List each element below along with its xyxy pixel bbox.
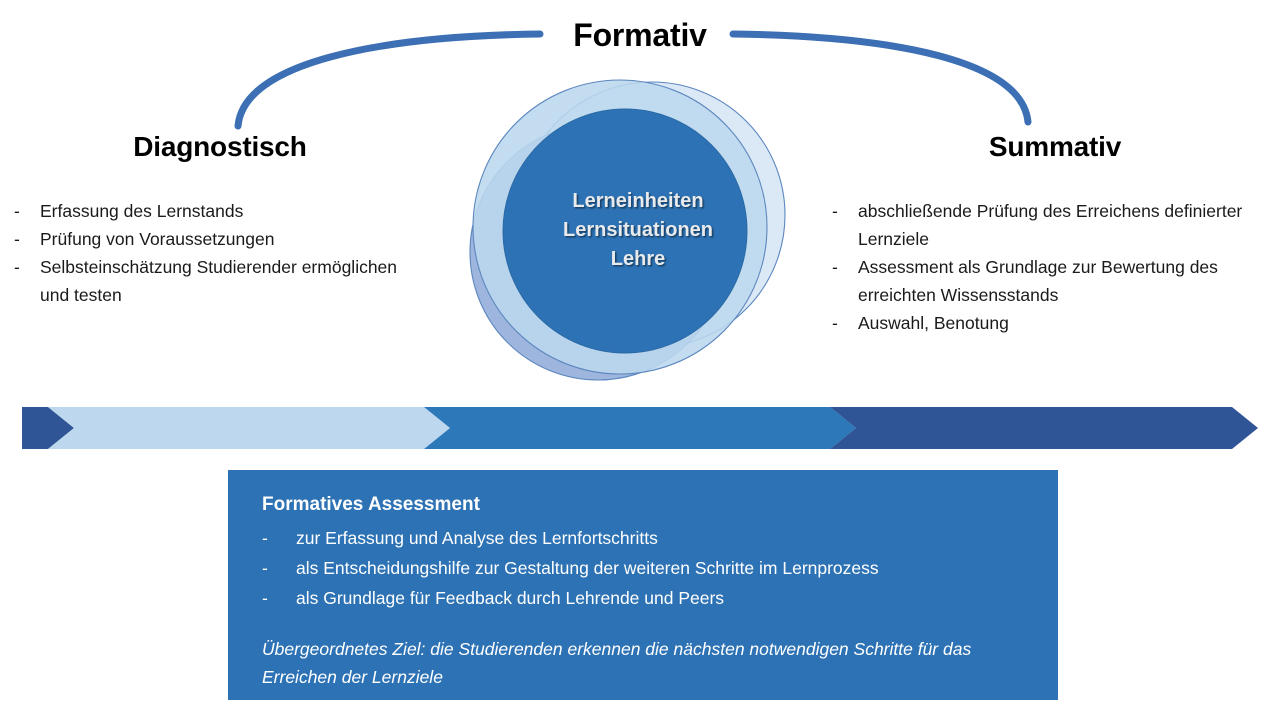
bullet-marker: -	[262, 588, 268, 608]
list-item-text: Selbsteinschätzung Studierender ermöglic…	[40, 257, 398, 305]
list-item-text: Prüfung von Voraussetzungen	[40, 229, 275, 249]
bullet-marker: -	[14, 229, 20, 249]
list-item-text: abschließende Prüfung des Erreichens def…	[858, 201, 1243, 249]
phase-segment-nach-dem-lernen	[830, 407, 1258, 449]
list-item-text: als Grundlage für Feedback durch Lehrend…	[296, 588, 725, 608]
bullet-marker: -	[832, 313, 838, 333]
phase-segment-vor-dem-lernen	[48, 407, 450, 449]
formative-assessment-note: Übergeordnetes Ziel: die Studierenden er…	[262, 639, 972, 687]
list-item: - zur Erfassung und Analyse des Lernfort…	[262, 523, 1024, 553]
list-item: - Auswahl, Benotung	[832, 309, 1272, 337]
formative-assessment-box: Formatives Assessment - zur Erfassung un…	[228, 470, 1058, 700]
formative-assessment-title: Formatives Assessment	[262, 494, 480, 515]
bullet-list-summativ: - abschließende Prüfung des Erreichens d…	[832, 197, 1272, 337]
bullet-marker: -	[14, 257, 20, 277]
page-title: Formativ	[573, 17, 707, 53]
phase-segment-waehrend-des-lernens	[424, 407, 856, 449]
phase-arrow-band: vor dem Lernen während des Lernens nach …	[0, 403, 1280, 453]
bullet-marker: -	[832, 201, 838, 221]
bullet-marker: -	[262, 528, 268, 548]
list-item: - Erfassung des Lernstands	[14, 197, 429, 225]
list-item-text: als Entscheidungshilfe zur Gestaltung de…	[296, 558, 879, 578]
list-item: - Selbsteinschätzung Studierender ermögl…	[14, 253, 429, 309]
bullet-list-diagnostisch: - Erfassung des Lernstands - Prüfung von…	[14, 197, 429, 309]
list-item-text: Assessment als Grundlage zur Bewertung d…	[858, 257, 1218, 305]
list-item: - als Grundlage für Feedback durch Lehre…	[262, 583, 1024, 613]
formative-assessment-list: - zur Erfassung und Analyse des Lernfort…	[262, 523, 1024, 613]
list-item-text: Erfassung des Lernstands	[40, 201, 244, 221]
heading-diagnostisch: Diagnostisch	[133, 131, 307, 162]
heading-summativ: Summativ	[988, 131, 1122, 162]
list-item-text: Auswahl, Benotung	[858, 313, 1009, 333]
bullet-marker: -	[262, 558, 268, 578]
bullet-marker: -	[14, 201, 20, 221]
list-item: - Assessment als Grundlage zur Bewertung…	[832, 253, 1272, 309]
overlapping-circles-group: Lerneinheiten Lernsituationen Lehre	[455, 65, 815, 395]
list-item: - als Entscheidungshilfe zur Gestaltung …	[262, 553, 1024, 583]
list-item-text: zur Erfassung und Analyse des Lernfortsc…	[296, 528, 658, 548]
list-item: - Prüfung von Voraussetzungen	[14, 225, 429, 253]
circle-core	[502, 108, 748, 354]
bullet-marker: -	[832, 257, 838, 277]
list-item: - abschließende Prüfung des Erreichens d…	[832, 197, 1272, 253]
